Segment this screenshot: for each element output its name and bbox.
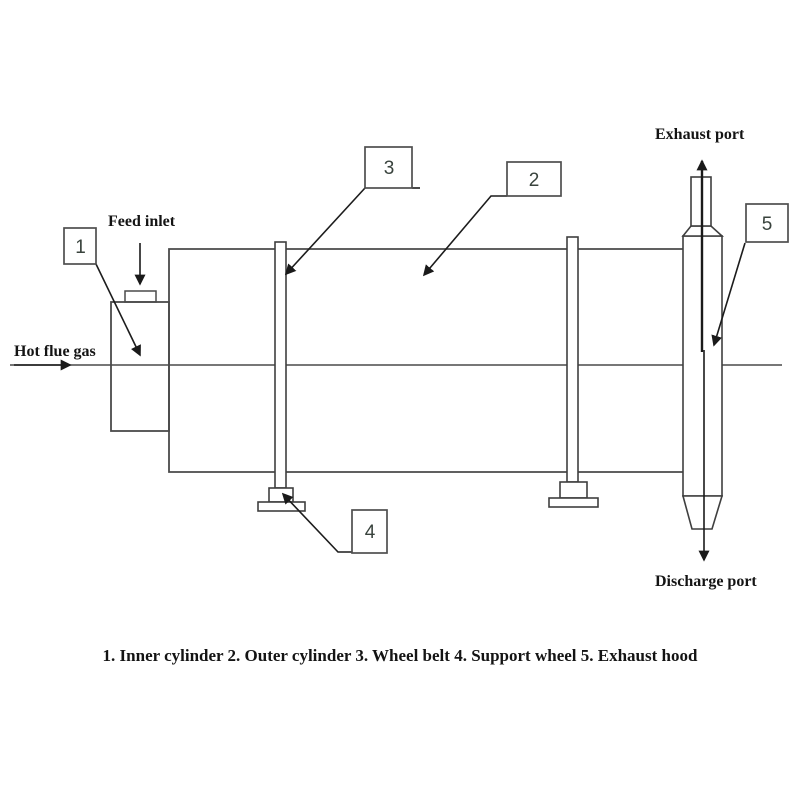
support-wheel-2-block xyxy=(559,481,588,499)
callout-3-number: 3 xyxy=(384,158,395,179)
callout-4-number: 4 xyxy=(365,522,376,543)
callout-1-leader xyxy=(95,263,141,357)
legend-caption: 1. Inner cylinder 2. Outer cylinder 3. W… xyxy=(103,646,698,665)
callout-2-box xyxy=(506,161,562,197)
callout-3-leader xyxy=(284,187,366,276)
callout-1-box xyxy=(63,227,97,265)
wheel-belt-2 xyxy=(566,236,579,483)
callout-1-number: 1 xyxy=(75,237,86,258)
callout-5-box xyxy=(745,203,789,243)
label-feed-inlet: Feed inlet xyxy=(108,213,176,230)
wheel-belt-1 xyxy=(274,241,287,489)
label-discharge-port: Discharge port xyxy=(655,573,757,590)
callout-4-leader xyxy=(281,492,352,553)
support-wheel-2-base xyxy=(548,497,599,508)
label-hot-flue-gas: Hot flue gas xyxy=(14,343,96,360)
callout-2-leader xyxy=(422,195,507,277)
feed-inlet-port xyxy=(124,290,157,303)
callout-2-number: 2 xyxy=(529,170,540,191)
callout-4-box xyxy=(351,509,388,554)
callout-3-box xyxy=(364,146,413,189)
callout-5-leader xyxy=(711,242,746,347)
callout-5-number: 5 xyxy=(762,214,773,235)
discharge-cone xyxy=(681,495,724,530)
outer-cylinder xyxy=(168,248,683,473)
label-exhaust-port: Exhaust port xyxy=(655,126,745,143)
support-wheel-1-base xyxy=(257,501,306,512)
inner-cylinder-feed-chamber xyxy=(110,301,170,432)
